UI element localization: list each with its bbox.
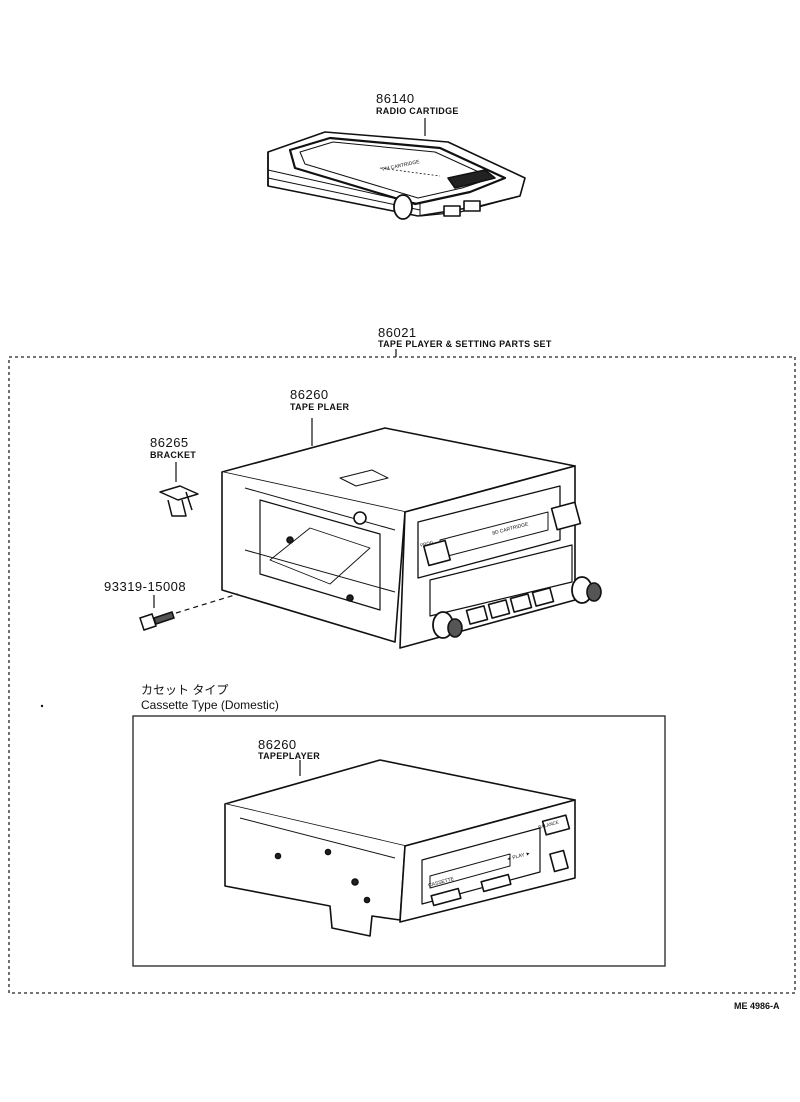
- screw-drawing: [139, 593, 239, 631]
- cassette-section-title-jp: カセット タイプ: [141, 683, 229, 697]
- screw-number: 93319-15008: [104, 579, 187, 594]
- tape-player-number: 86260: [290, 387, 329, 402]
- parts-set-number: 86021: [378, 325, 417, 340]
- radio-cartridge-drawing: [267, 118, 526, 220]
- parts-set-boundary: [8, 356, 796, 994]
- radio-cartridge-number: 86140: [376, 91, 415, 106]
- cassette-player-number: 86260: [258, 737, 297, 752]
- cassette-player-drawing: [224, 759, 576, 937]
- cassette-section-title-en: Cassette Type (Domestic): [141, 698, 279, 712]
- bracket-name: BRACKET: [150, 450, 197, 460]
- bracket-number: 86265: [150, 435, 189, 450]
- tape-player-name: TAPE PLAER: [290, 402, 350, 412]
- bracket-drawing: [159, 462, 199, 517]
- parts-set-name: TAPE PLAYER & SETTING PARTS SET: [378, 339, 552, 349]
- cassette-player-name: TAPEPLAYER: [258, 751, 321, 761]
- reference-code: ME 4986-A: [734, 1001, 780, 1011]
- tape-player-drawing: [221, 418, 602, 649]
- radio-cartridge-name: RADIO CARTIDGE: [376, 106, 459, 116]
- cassette-section-box: [132, 715, 666, 967]
